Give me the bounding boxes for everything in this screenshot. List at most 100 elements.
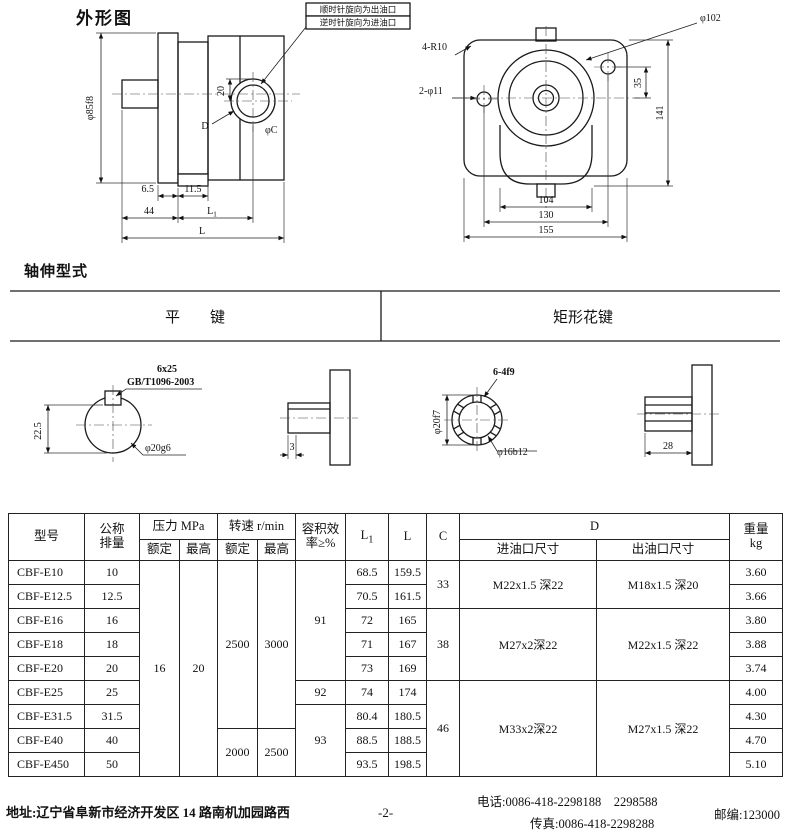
key-spec-label: 6x25 xyxy=(157,364,177,375)
inlet-cell: M33x2深22 xyxy=(459,680,597,777)
model-cell: CBF-E25 xyxy=(8,680,85,705)
port-d-label: D xyxy=(201,121,208,132)
dim-6-5-label: 6.5 xyxy=(142,184,155,195)
header-speed-rated: 额定 xyxy=(217,539,258,561)
header-efficiency: 容积效率≥% xyxy=(295,513,346,561)
disp-cell: 40 xyxy=(84,728,140,753)
weight-cell: 4.30 xyxy=(729,704,783,729)
header-pressure-rated: 额定 xyxy=(139,539,180,561)
speed-rated-cell: 2500 xyxy=(217,560,258,729)
table-row: CBF-E40 40 2000 2500 88.5 188.5 4.70 xyxy=(8,728,783,777)
dim-3-label: 3 xyxy=(290,442,295,453)
pump-front-view: φ102 4-R10 2-φ11 35 141 104 130 155 xyxy=(419,13,721,242)
speed-rated-cell: 2000 xyxy=(217,728,258,777)
outline-title: 外形图 xyxy=(76,9,133,28)
flat-key-side-view: 3 xyxy=(280,369,358,466)
table-row: CBF-E25 25 92 74 174 46 M33x2深22 M27x1.5… xyxy=(8,680,783,777)
dim-20-label: 20 xyxy=(216,86,227,96)
header-pressure-max: 最高 xyxy=(179,539,218,561)
model-cell: CBF-E16 xyxy=(8,608,85,633)
rotation-callout-cw: 顺时针旋向为出油口 xyxy=(320,5,397,15)
l-cell: 180.5 xyxy=(388,704,427,729)
l1-cell: 80.4 xyxy=(345,704,389,729)
dim-shaft-dia-label: φ85f8 xyxy=(85,96,96,120)
header-c: C xyxy=(426,513,460,561)
l-cell: 167 xyxy=(388,632,427,657)
speed-max-cell: 3000 xyxy=(257,560,296,729)
model-cell: CBF-E20 xyxy=(8,656,85,681)
l1-cell: 70.5 xyxy=(345,584,389,609)
dim-l1-label: L1 xyxy=(207,206,217,219)
l-cell: 198.5 xyxy=(388,752,427,777)
dim-holes-label: 2-φ11 xyxy=(419,86,443,97)
table-row: CBF-E20 20 73 169 3.74 xyxy=(8,656,783,681)
dia-16b12-label: φ16b12 xyxy=(497,447,528,458)
efficiency-cell: 93 xyxy=(295,704,346,777)
weight-cell: 4.70 xyxy=(729,728,783,753)
l1-cell: 71 xyxy=(345,632,389,657)
port-c-label: φC xyxy=(265,125,278,136)
disp-cell: 50 xyxy=(84,752,140,777)
spec-table: 型号 公称排量 压力 MPa 转速 r/min 容积效率≥% L1 L C D … xyxy=(8,513,783,777)
weight-cell: 4.00 xyxy=(729,680,783,705)
dim-130-label: 130 xyxy=(539,210,554,221)
dim-44-label: 44 xyxy=(144,206,154,217)
l-cell: 174 xyxy=(388,680,427,705)
model-cell: CBF-E12.5 xyxy=(8,584,85,609)
spline-end-view: φ20f7 6-4f9 φ16b12 xyxy=(432,367,537,458)
dia-20f7-label: φ20f7 xyxy=(432,410,443,434)
dim-104-label: 104 xyxy=(539,195,554,206)
l1-cell: 73 xyxy=(345,656,389,681)
l1-cell: 74 xyxy=(345,680,389,705)
disp-cell: 18 xyxy=(84,632,140,657)
model-cell: CBF-E450 xyxy=(8,752,85,777)
disp-cell: 12.5 xyxy=(84,584,140,609)
header-d: D xyxy=(459,513,730,540)
dim-35-label: 35 xyxy=(633,78,644,88)
outlet-cell: M22x1.5 深22 xyxy=(596,608,730,681)
pressure-rated-cell: 16 xyxy=(139,560,180,777)
weight-cell: 3.66 xyxy=(729,584,783,609)
c-cell: 38 xyxy=(426,608,460,681)
dim-22-5-label: 22.5 xyxy=(33,422,44,440)
inlet-cell: M27x2深22 xyxy=(459,608,597,681)
table-row: CBF-E10 10 16 20 2500 3000 91 68.5 159.5… xyxy=(8,560,783,777)
weight-cell: 3.80 xyxy=(729,608,783,633)
disp-cell: 20 xyxy=(84,656,140,681)
footer-address: 地址:辽宁省阜新市经济开发区 14 路南机加园路西 xyxy=(6,805,290,820)
l-cell: 161.5 xyxy=(388,584,427,609)
l-cell: 159.5 xyxy=(388,560,427,585)
outlet-cell: M27x1.5 深22 xyxy=(596,680,730,777)
rotation-callouts: 顺时针旋向为出油口 逆时针旋向为进油口 xyxy=(260,2,411,85)
l1-cell: 93.5 xyxy=(345,752,389,777)
weight-cell: 5.10 xyxy=(729,752,783,777)
disp-cell: 25 xyxy=(84,680,140,705)
key-standard-label: GB/T1096-2003 xyxy=(127,377,194,388)
footer-fax: 传真:0086-418-2298288 xyxy=(530,817,655,831)
pressure-max-cell: 20 xyxy=(179,560,218,777)
front-view-dims xyxy=(452,22,698,240)
model-cell: CBF-E40 xyxy=(8,728,85,753)
c-cell: 46 xyxy=(426,680,460,777)
dim-28-label: 28 xyxy=(663,441,673,452)
disp-cell: 16 xyxy=(84,608,140,633)
footer-postcode: 邮编:123000 xyxy=(714,808,780,822)
l1-cell: 68.5 xyxy=(345,560,389,585)
front-view-centerlines xyxy=(452,26,640,208)
table-row: CBF-E12.5 12.5 70.5 161.5 3.66 xyxy=(8,584,783,609)
l-cell: 169 xyxy=(388,656,427,681)
model-cell: CBF-E18 xyxy=(8,632,85,657)
shaft-title: 轴伸型式 xyxy=(24,264,89,280)
table-row: CBF-E18 18 71 167 3.88 xyxy=(8,632,783,657)
dia-20g6-label: φ20g6 xyxy=(145,443,171,454)
spline-side-view: 28 xyxy=(637,364,720,466)
header-displacement: 公称排量 xyxy=(84,513,140,561)
dim-l-label: L xyxy=(199,226,205,237)
dim-155-label: 155 xyxy=(539,225,554,236)
shaft-extension-section: 平 键 矩形花键 22.5 6x25 GB/T1096-2003 φ20g6 xyxy=(10,290,780,466)
model-cell: CBF-E10 xyxy=(8,560,85,585)
l-cell: 188.5 xyxy=(388,728,427,753)
footer-phone: 电话:0086-418-2298188 2298588 xyxy=(477,795,658,809)
